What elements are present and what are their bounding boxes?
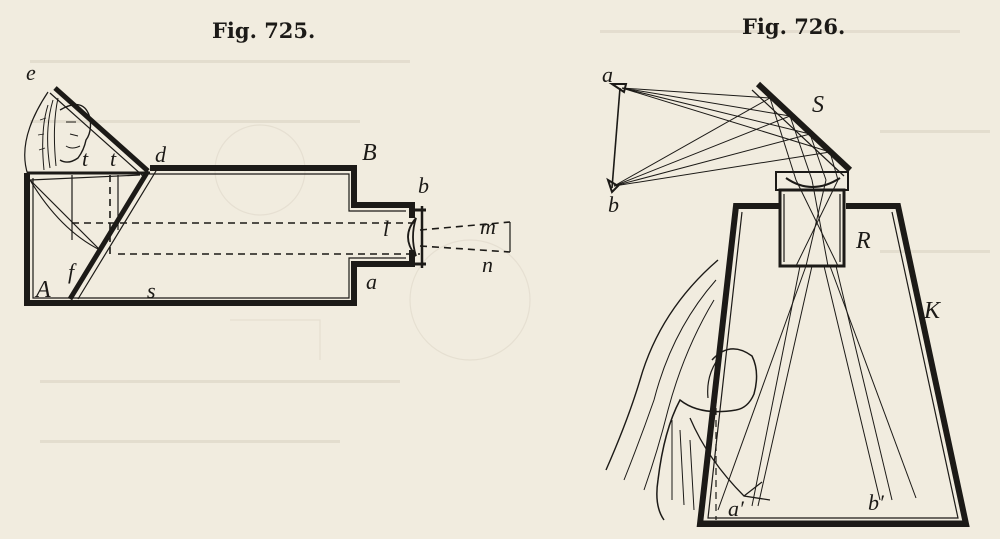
object-arrow [611, 87, 621, 189]
mirror-S [755, 81, 853, 173]
face-sketch [37, 97, 92, 171]
curtain-drape [605, 259, 719, 471]
label-K: K [923, 298, 942, 324]
label-t-left: t [82, 146, 89, 171]
eyepiece-tube [412, 208, 426, 266]
mirror-ed [53, 86, 150, 173]
camera-body-outline [24, 173, 415, 306]
label-R: R [855, 228, 871, 254]
label-A: A [34, 277, 51, 303]
reflected-rays [717, 97, 917, 511]
label-a: a [602, 62, 613, 87]
label-t-right: t [110, 146, 117, 171]
label-B: B [362, 140, 377, 166]
inner-wall-lines [32, 178, 406, 299]
focus-arc [24, 91, 49, 176]
label-s: s [147, 278, 156, 303]
label-m: m [480, 214, 496, 239]
label-e: e [26, 60, 36, 85]
figure-726: Fig. 726. [602, 14, 970, 527]
label-n: n [482, 252, 493, 277]
label-f: f [68, 259, 77, 284]
label-S: S [812, 92, 824, 118]
figure-725-title: Fig. 725. [212, 18, 315, 43]
seated-draughtsman [656, 348, 771, 521]
tent-frame [696, 203, 970, 527]
lens-l [407, 217, 417, 257]
label-d: d [155, 142, 167, 167]
figure-726-title: Fig. 726. [742, 14, 845, 39]
mirror-ds [67, 169, 151, 301]
label-b: b [418, 173, 429, 198]
figure-725: Fig. 725. [24, 18, 511, 306]
label-b-prime: b′ [868, 490, 885, 515]
show-through-texture [30, 30, 990, 443]
label-b: b [608, 192, 619, 217]
label-a-prime: a′ [728, 496, 745, 521]
label-l: l [383, 216, 389, 241]
lens-housing [775, 171, 849, 268]
label-a: a [366, 269, 377, 294]
